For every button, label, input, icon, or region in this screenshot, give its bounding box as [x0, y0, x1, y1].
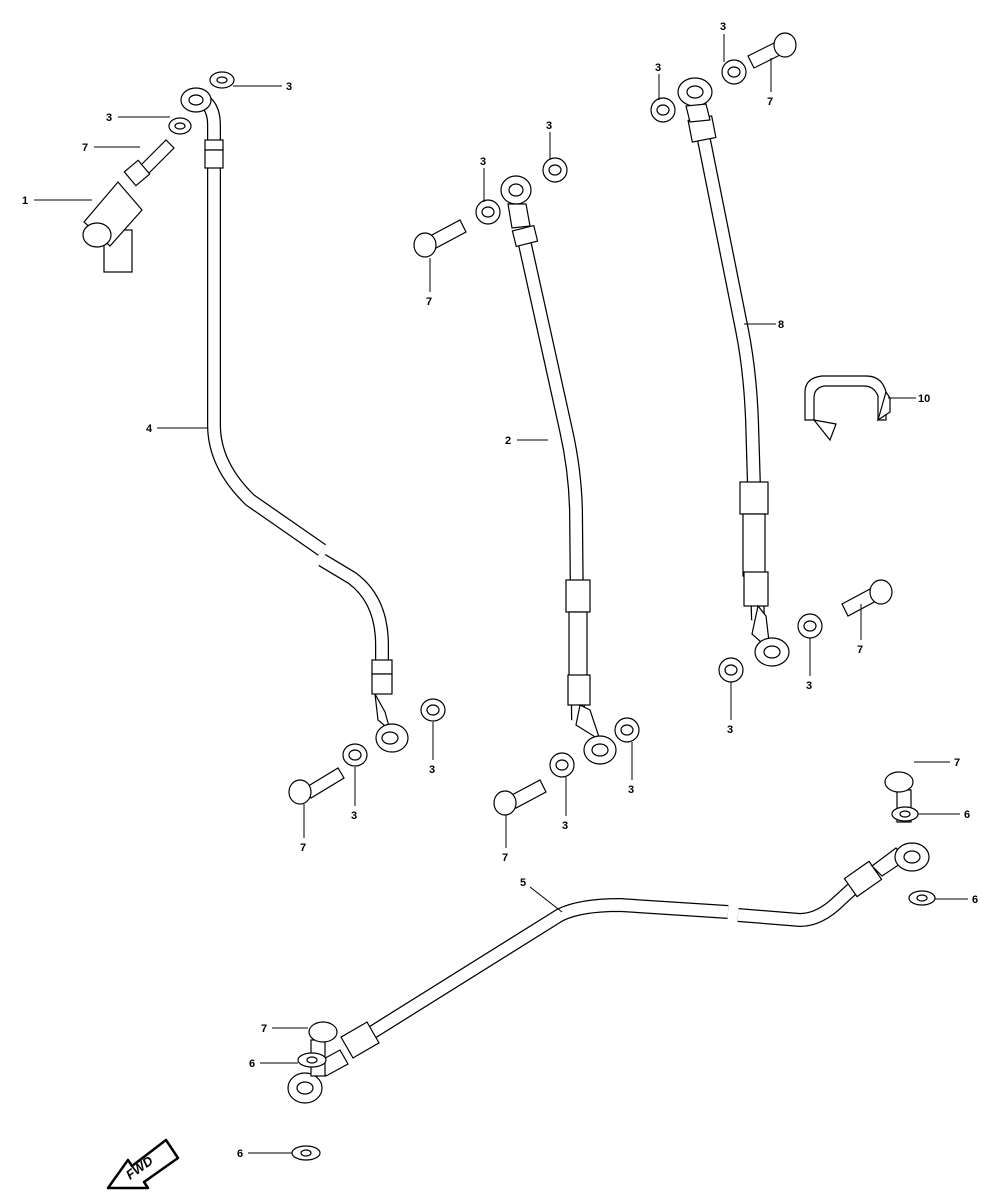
callout-3: 3 [806, 680, 812, 692]
banjo-bolt-hose2-top [413, 219, 467, 258]
washer-hose5-right-a [891, 806, 919, 822]
callout-6: 6 [972, 894, 978, 906]
washer-hose2-top-b [475, 199, 501, 225]
banjo-fitting-top-8 [677, 77, 713, 123]
washer-hose4-bottom-b [342, 743, 368, 767]
banjo-cover-part-1 [82, 181, 143, 273]
callout-3: 3 [106, 112, 112, 124]
hose-4-fittings [204, 139, 393, 732]
callout-7: 7 [857, 644, 863, 656]
callout-6: 6 [237, 1148, 243, 1160]
washer-hose2-top-a [542, 157, 568, 183]
callout-7: 7 [300, 842, 306, 854]
callout-3: 3 [429, 764, 435, 776]
forward-direction-arrow: FWD [106, 1138, 180, 1190]
callout-7: 7 [502, 852, 508, 864]
callout-5: 5 [520, 877, 526, 889]
banjo-fitting-top-2 [500, 175, 532, 229]
callout-7: 7 [954, 757, 960, 769]
banjo-bolt-hose2-bottom [493, 779, 547, 816]
banjo-fitting-bottom-2 [575, 704, 617, 765]
callout-6: 6 [249, 1058, 255, 1070]
banjo-fitting-top-4 [180, 87, 212, 113]
washer-hose8-bottom-a [797, 613, 823, 639]
washer-hose5-left-b [291, 1145, 321, 1161]
banjo-fitting-bottom-4 [375, 723, 409, 753]
callout-10: 10 [918, 393, 930, 405]
hose-8-fittings [687, 115, 769, 607]
brake-hose-2 [500, 175, 617, 765]
brake-hose-4 [180, 87, 409, 753]
banjo-bolt-hose4-bottom [288, 767, 345, 805]
washer-hose4-bottom-a [420, 698, 446, 722]
callout-3: 3 [351, 810, 357, 822]
callout-labels: 1 3 3 7 4 3 3 7 3 3 7 2 3 3 7 3 3 7 8 10… [22, 21, 978, 1160]
washer-hose8-bottom-b [718, 657, 744, 683]
callout-7: 7 [261, 1023, 267, 1035]
callout-3: 3 [655, 62, 661, 74]
banjo-bolt-hose8-bottom [841, 579, 893, 617]
callout-6: 6 [964, 809, 970, 821]
callout-7: 7 [767, 96, 773, 108]
callout-3: 3 [546, 120, 552, 132]
brake-hose-5 [287, 842, 930, 1104]
hose-2-fittings [511, 224, 591, 706]
callout-7: 7 [82, 142, 88, 154]
callout-3: 3 [480, 156, 486, 168]
callout-7: 7 [426, 296, 432, 308]
hose-5-fittings [340, 860, 883, 1059]
callout-1: 1 [22, 195, 28, 207]
washer-hose2-bottom-a [614, 717, 640, 743]
washer-hose4-top-a [209, 71, 235, 89]
washer-hose2-bottom-b [549, 752, 575, 778]
hose-clamp-part-10 [804, 375, 891, 442]
washer-hose5-right-b [908, 890, 936, 906]
banjo-fitting-bottom-8 [751, 604, 790, 667]
callout-3: 3 [720, 21, 726, 33]
callout-3: 3 [628, 784, 634, 796]
washer-hose8-top-a [721, 59, 747, 85]
banjo-bolt-hose8-top [747, 32, 797, 69]
callout-4: 4 [146, 423, 153, 435]
callout-8: 8 [778, 319, 784, 331]
callout-2: 2 [505, 435, 511, 447]
callout-3: 3 [562, 820, 568, 832]
callout-3: 3 [286, 81, 292, 93]
washer-hose4-top-b [168, 117, 192, 135]
washer-hose5-left-a [297, 1052, 327, 1068]
leader-lines [34, 34, 968, 1154]
callout-3: 3 [727, 724, 733, 736]
banjo-fitting-right-5 [871, 842, 930, 877]
brake-hose-8 [677, 77, 790, 667]
washer-hose8-top-b [650, 97, 676, 123]
banjo-bolt-hose4-top [123, 139, 175, 187]
